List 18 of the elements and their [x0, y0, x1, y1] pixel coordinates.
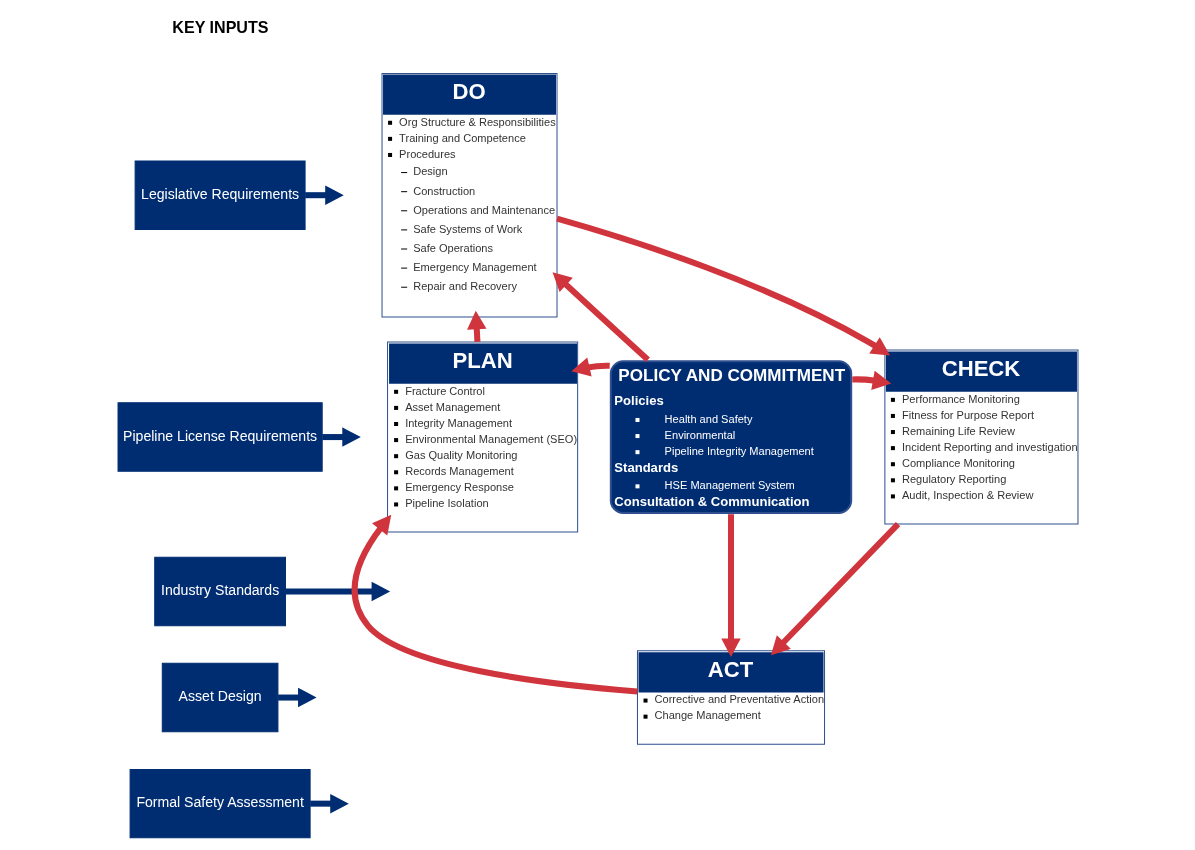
node-box: Legislative Requirements [134, 160, 306, 230]
arrow [321, 427, 361, 447]
arrow [552, 272, 650, 362]
node-box: Formal Safety Assessment [129, 768, 311, 839]
arrow [351, 514, 638, 695]
arrow [720, 514, 741, 657]
node-box: Pipeline License Requirements [117, 402, 323, 472]
arrow [285, 581, 390, 602]
arrow [555, 215, 890, 356]
arrow [851, 370, 891, 390]
arrow [770, 522, 900, 656]
arrow [277, 687, 317, 708]
arrow [304, 185, 344, 205]
label: KEY INPUTS [171, 18, 269, 37]
node-box: Asset Design [161, 662, 278, 733]
arrow [570, 357, 610, 377]
arrow [309, 793, 349, 814]
node-box: Industry Standards [153, 556, 286, 627]
